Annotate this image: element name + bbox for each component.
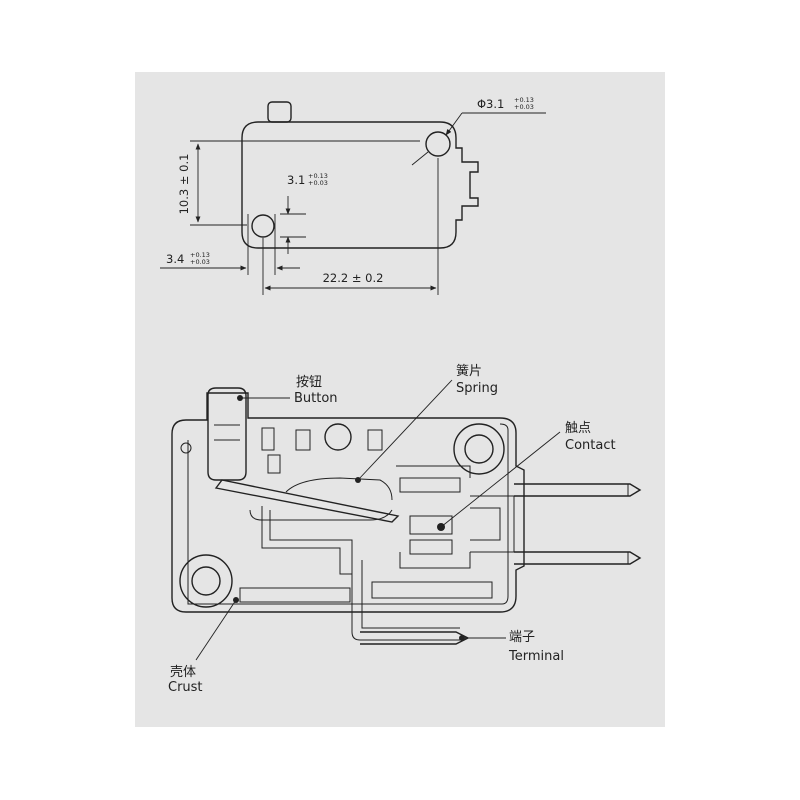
length-dimension: 22.2 ± 0.2 — [323, 271, 384, 285]
button-label-en: Button — [294, 391, 338, 406]
hole-position-tol-plus: +0.13 — [308, 172, 328, 180]
spring-label-cn: 簧片 — [456, 363, 482, 379]
terminal-bottom — [360, 631, 470, 645]
hole-position-dimension: 3.1 — [287, 173, 305, 187]
lower-mount-ring — [179, 554, 233, 608]
contact-label-cn: 触点 — [565, 421, 591, 436]
upper-mount-ring — [453, 423, 505, 475]
mounting-hole-bottom — [251, 214, 275, 238]
housing-inner-line — [187, 423, 509, 605]
part-labels: 按钮 Button 簧片 Spring 触点 Contact 端子 Termin… — [168, 363, 616, 695]
upper-mount-hole — [464, 434, 494, 464]
drawing-panel — [135, 72, 665, 727]
switch-body-outline — [241, 121, 479, 249]
height-dimension: 10.3 ± 0.1 — [177, 154, 191, 215]
housing-outline — [171, 392, 525, 613]
hole-diameter-tol-minus: +0.03 — [514, 103, 534, 111]
contact-label-en: Contact — [565, 438, 616, 453]
button-label-cn: 按钮 — [296, 375, 322, 390]
internal-view — [171, 379, 642, 661]
hole-position-tol-minus: +0.03 — [308, 179, 328, 187]
outline-view: 10.3 ± 0.1 Φ3.1 +0.13 +0.03 3.1 +0.13 +0… — [160, 96, 546, 295]
bottom-slot-left — [239, 587, 351, 603]
spring-blade — [214, 479, 400, 523]
hole-offset-dimension: 3.4 — [166, 252, 184, 266]
plunger-top — [267, 101, 292, 123]
hole-offset-tol-plus: +0.13 — [190, 251, 210, 259]
lower-mount-hole — [191, 566, 221, 596]
hole-diameter-dimension: Φ3.1 — [477, 97, 504, 111]
contact-block — [409, 515, 453, 535]
hole-offset-tol-minus: +0.03 — [190, 258, 210, 266]
terminal-lower — [514, 551, 642, 565]
bottom-slot-right — [371, 581, 493, 599]
mounting-hole-top — [425, 131, 451, 157]
terminal-upper — [514, 483, 642, 497]
crust-label-en: Crust — [168, 680, 203, 695]
terminal-label-en: Terminal — [508, 649, 564, 664]
button-part — [207, 387, 247, 481]
terminal-label-cn: 端子 — [509, 630, 535, 645]
rivet-hole — [324, 423, 352, 451]
hole-diameter-tol-plus: +0.13 — [514, 96, 534, 104]
spring-label-en: Spring — [456, 381, 498, 396]
crust-label-cn: 壳体 — [170, 665, 196, 680]
